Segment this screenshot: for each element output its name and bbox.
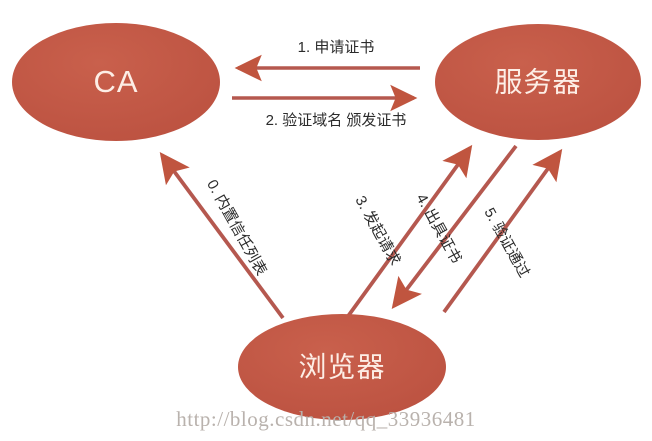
node-ca[interactable]: CA (12, 23, 220, 141)
edge-4-label: 4. 出具证书 (412, 191, 464, 266)
edge-0-label: 0. 内置信任列表 (203, 177, 270, 279)
edge-3-line (336, 144, 473, 332)
edge-5-arrow (442, 148, 563, 314)
node-server-label: 服务器 (494, 66, 581, 97)
node-browser[interactable]: 浏览器 (238, 314, 446, 420)
edge-5-line (442, 148, 563, 314)
edge-0-line (159, 151, 285, 320)
edge-1-label: 1. 申请证书 (298, 39, 375, 56)
node-server-ellipse[interactable] (435, 24, 641, 140)
node-browser-ellipse[interactable] (238, 314, 446, 420)
watermark-text: http://blog.csdn.net/qq_33936481 (176, 407, 476, 431)
edge-3-arrow (336, 144, 473, 332)
edge-group-diagonal (159, 144, 563, 332)
edge-2-label: 2. 验证域名 颁发证书 (266, 112, 407, 129)
node-ca-label: CA (93, 64, 138, 99)
edge-0-arrow (159, 151, 285, 320)
edge-3-label: 3. 发起请求 (351, 193, 403, 268)
edge-group-horizontal (232, 54, 420, 112)
edge-4-line (391, 144, 518, 310)
edge-4-arrow (391, 144, 518, 310)
edge-5-label: 5. 验证通过 (480, 205, 532, 280)
node-browser-label: 浏览器 (298, 351, 385, 382)
node-ca-ellipse[interactable] (12, 23, 220, 141)
node-server[interactable]: 服务器 (435, 24, 641, 140)
